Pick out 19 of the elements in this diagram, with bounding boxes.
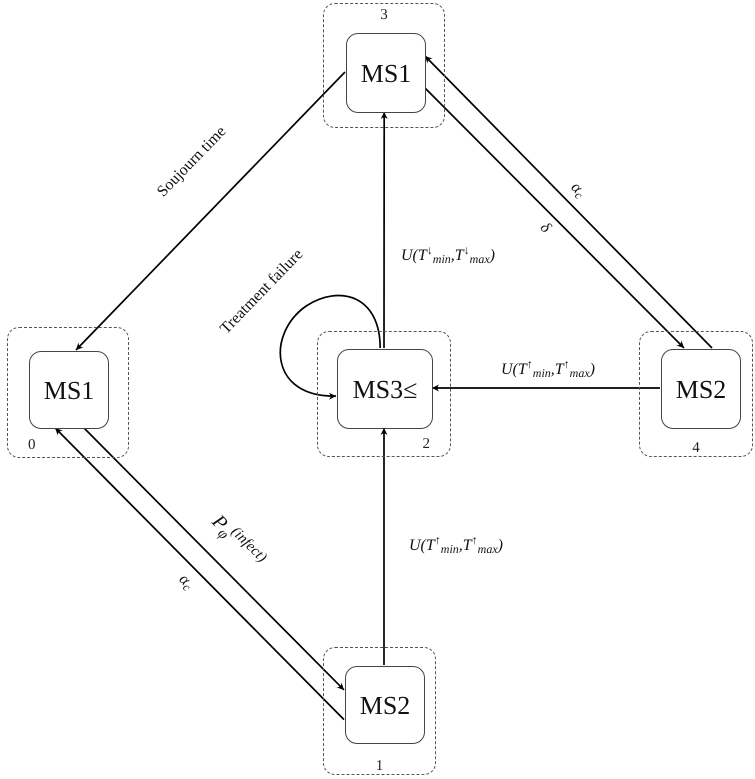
dashed-group-box <box>323 647 436 775</box>
dashed-group-box <box>323 3 445 128</box>
state-box: MS1 <box>29 351 109 429</box>
edge-label: U(T$^{↑}$$_{min}$,T$^{↑}$$_{max}$) <box>409 538 503 554</box>
node-number: 1 <box>376 759 384 774</box>
dashed-group-box <box>639 331 753 457</box>
edge-label: U(T$^{↑}$$_{min}$,T$^{↑}$$_{max}$) <box>501 362 595 378</box>
state-box: MS2 <box>345 666 425 744</box>
node-number: 3 <box>380 8 388 23</box>
state-box: MS2 <box>661 349 741 429</box>
edge-label: δ <box>536 220 554 236</box>
state-box: MS3≤ <box>337 349 433 429</box>
node-number: 2 <box>422 437 430 452</box>
dashed-group-box <box>7 327 129 458</box>
edge-label: U(T$^{↓}$$_{min}$,T$^{↓}$$_{max}$) <box>401 248 495 264</box>
state-box: MS1 <box>346 33 426 113</box>
node-number: 0 <box>28 438 36 453</box>
dashed-group-box <box>317 331 451 457</box>
node-number: 4 <box>692 441 700 456</box>
